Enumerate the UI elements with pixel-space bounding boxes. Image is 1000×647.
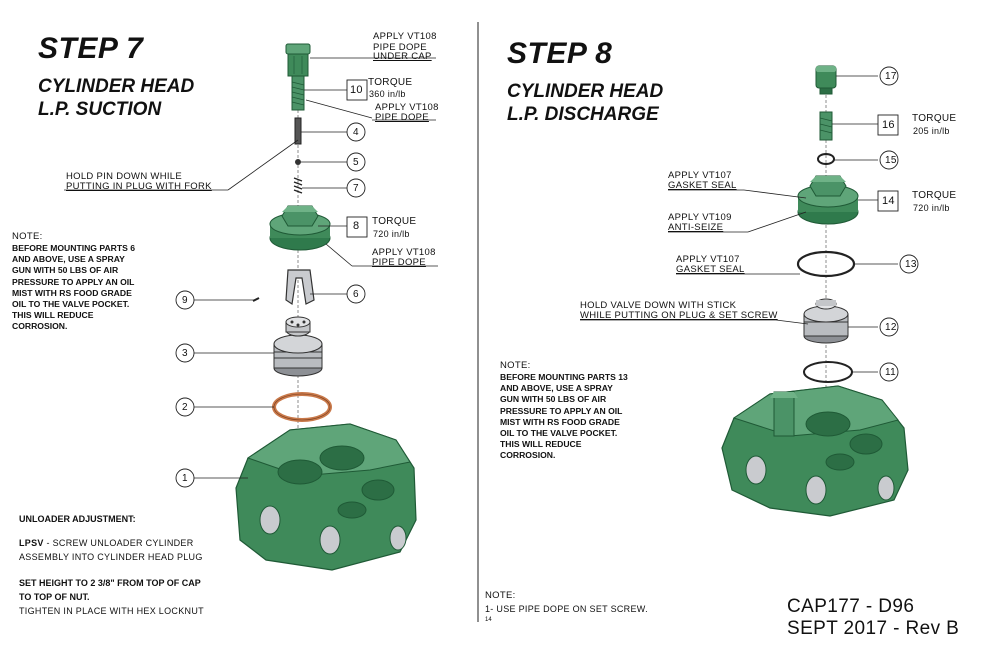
- callout-apply-vt107-1: APPLY VT107: [668, 170, 732, 181]
- part-number-4: 4: [353, 127, 359, 138]
- callout-gasket-seal-2: GASKET SEAL: [676, 264, 745, 275]
- callout-pipe-dope-1: PIPE DOPE: [373, 42, 427, 53]
- step-7-subtitle-2: L.P. SUCTION: [38, 99, 162, 120]
- part-number-17: 17: [885, 71, 897, 82]
- part-4-pin: [294, 117, 302, 145]
- callout-torque-16-value: 205 in/lb: [913, 126, 950, 136]
- callout-apply-vt109: APPLY VT109: [668, 212, 732, 223]
- callout-hold-pin-1: HOLD PIN DOWN WHILE: [66, 171, 183, 182]
- part-8-hex-plug: [269, 205, 331, 251]
- part-7-spring: [293, 177, 303, 194]
- part-11-oring: [803, 361, 853, 383]
- callout-torque-8-value: 720 in/lb: [373, 229, 410, 239]
- callout-gasket-seal-1: GASKET SEAL: [668, 180, 737, 191]
- callout-pipe-dope-3: PIPE DOPE: [372, 257, 426, 268]
- doc-code: CAP177 - D96: [787, 596, 915, 617]
- tighten-text: TIGHTEN IN PLACE WITH HEX LOCKNUT: [19, 606, 204, 616]
- callout-apply-vt108-2: APPLY VT108: [375, 102, 439, 113]
- step-7-title: STEP 7: [38, 32, 144, 65]
- part-number-9: 9: [182, 295, 188, 306]
- lpsv-text: - SCREW UNLOADER CYLINDER: [43, 538, 194, 548]
- doc-revision: SEPT 2017 - Rev B: [787, 618, 960, 639]
- part-number-3: 3: [182, 348, 188, 359]
- part-number-12: 12: [885, 322, 897, 333]
- right-cylinder-head: [721, 385, 909, 517]
- part-number-1: 1: [182, 473, 188, 484]
- page-number: 14: [485, 617, 492, 623]
- part-number-5: 5: [353, 157, 359, 168]
- part-10-cap-screw: [285, 43, 311, 111]
- part-number-16: 16: [882, 119, 895, 131]
- callout-anti-seize: ANTI-SEIZE: [668, 222, 724, 233]
- part-number-13: 13: [905, 259, 917, 270]
- step-8-title: STEP 8: [507, 37, 613, 70]
- part-3-valve: [273, 316, 323, 377]
- lpsv-line: LPSV - SCREW UNLOADER CYLINDER: [19, 537, 194, 549]
- part-17-cap: [815, 65, 837, 95]
- callout-apply-vt107-2: APPLY VT107: [676, 254, 740, 265]
- right-note2-body: 1- USE PIPE DOPE ON SET SCREW.: [485, 604, 648, 614]
- part-number-10: 10: [350, 84, 363, 96]
- part-9-pin: [252, 297, 260, 302]
- part-16-set-screw: [819, 111, 833, 141]
- part-number-8: 8: [353, 220, 360, 232]
- set-height-1: SET HEIGHT TO 2 3/8" FROM TOP OF CAP: [19, 578, 201, 588]
- callout-pipe-dope-2: PIPE DOPE: [375, 112, 429, 123]
- callout-torque-14: TORQUE: [912, 190, 957, 201]
- part-number-7: 7: [353, 183, 359, 194]
- left-note-body: BEFORE MOUNTING PARTS 6 AND ABOVE, USE A…: [12, 243, 136, 332]
- callout-under-cap: UNDER CAP: [373, 51, 432, 62]
- part-number-11: 11: [885, 367, 896, 378]
- left-assembly: [64, 43, 438, 571]
- part-12-valve: [803, 298, 849, 344]
- callout-hold-pin-2: PUTTING IN PLUG WITH FORK: [66, 181, 212, 192]
- lpsv-text-2: ASSEMBLY INTO CYLINDER HEAD PLUG: [19, 552, 203, 562]
- right-note-heading: NOTE:: [500, 360, 531, 371]
- lpsv-label: LPSV: [19, 538, 44, 548]
- part-5-ball: [295, 159, 301, 165]
- part-number-6: 6: [353, 289, 359, 300]
- step-8-subtitle-2: L.P. DISCHARGE: [507, 104, 659, 125]
- callout-torque-14-value: 720 in/lb: [913, 203, 950, 213]
- step-7-subtitle-1: CYLINDER HEAD: [38, 76, 195, 97]
- callout-hold-valve-2: WHILE PUTTING ON PLUG & SET SCREW: [580, 310, 778, 321]
- callout-apply-vt108-1: APPLY VT108: [373, 31, 437, 42]
- callout-torque-10-value: 360 in/lb: [369, 89, 406, 99]
- part-number-14: 14: [882, 195, 895, 207]
- callout-torque-16: TORQUE: [912, 113, 957, 124]
- part-6-fork: [285, 269, 315, 306]
- right-note-body: BEFORE MOUNTING PARTS 13 AND ABOVE, USE …: [500, 372, 628, 461]
- callout-torque-8: TORQUE: [372, 216, 417, 227]
- callout-torque-10: TORQUE: [368, 77, 413, 88]
- right-assembly: [580, 65, 919, 517]
- right-note2-heading: NOTE:: [485, 590, 516, 601]
- unloader-title: UNLOADER ADJUSTMENT:: [19, 514, 136, 524]
- part-1-cylinder-head: [235, 423, 417, 571]
- part-15-ring: [817, 153, 835, 165]
- set-height-2: TO TOP OF NUT.: [19, 592, 90, 602]
- part-14-plug: [797, 175, 859, 225]
- part-number-15: 15: [885, 155, 897, 166]
- step-8-subtitle-1: CYLINDER HEAD: [507, 81, 664, 102]
- left-note-heading: NOTE:: [12, 231, 43, 242]
- callout-hold-valve-1: HOLD VALVE DOWN WITH STICK: [580, 300, 737, 311]
- part-number-2: 2: [182, 402, 188, 413]
- callout-apply-vt108-3: APPLY VT108: [372, 247, 436, 258]
